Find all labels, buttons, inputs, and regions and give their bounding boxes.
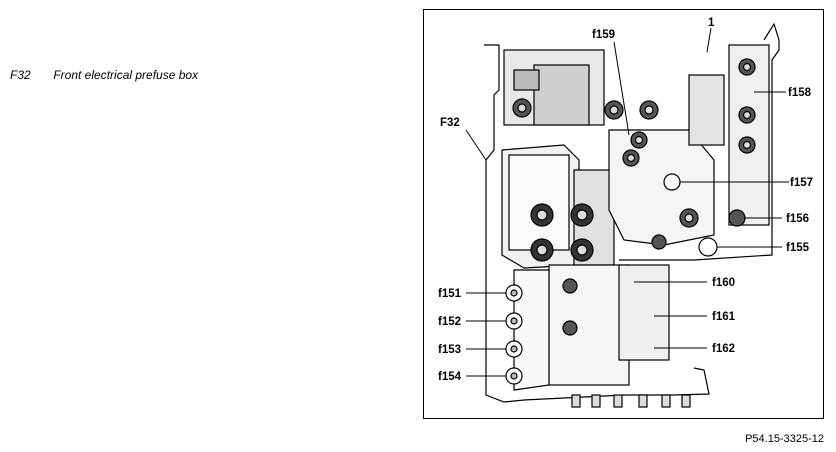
lower-right-module (618, 264, 670, 361)
legend-entry: F32 Front electrical prefuse box (10, 68, 198, 82)
lower-module (548, 264, 630, 386)
callout-f154: f154 (438, 371, 462, 383)
legend-code: F32 (10, 68, 31, 82)
housing-right-edge (619, 22, 780, 261)
callout-F32: F32 (440, 117, 460, 129)
callout-f157: f157 (790, 177, 813, 189)
right-column (688, 74, 725, 146)
bolt-lower-1 (562, 278, 578, 294)
callout-f156: f156 (786, 213, 809, 225)
callout-f158: f158 (788, 87, 812, 99)
bolt-lower-2 (562, 320, 578, 336)
housing-outline (484, 44, 710, 403)
callout-f159: f159 (592, 29, 615, 41)
bolt-f157 (663, 173, 681, 191)
legend-description: Front electrical prefuse box (53, 68, 199, 82)
bolt-f156b (728, 209, 746, 227)
diagram-frame: 1 f159 f158 F32 f157 f156 f155 f160 f161… (423, 9, 824, 419)
callout-f152: f152 (438, 316, 461, 328)
callout-f155: f155 (786, 242, 810, 254)
callout-f161: f161 (712, 311, 736, 323)
prefuse-box-drawing: 1 f159 f158 F32 f157 f156 f155 f160 f161… (438, 17, 813, 408)
callout-f151: f151 (438, 288, 462, 300)
callout-f160: f160 (712, 277, 735, 289)
figure-reference: P54.15-3325-12 (745, 433, 824, 445)
callout-f153: f153 (438, 344, 461, 356)
callout-f162: f162 (712, 343, 735, 355)
top-connector (513, 69, 540, 91)
centre-plate (608, 129, 715, 246)
callout-1: 1 (708, 17, 715, 29)
top-block-mid (533, 64, 590, 126)
bolt-f155 (698, 237, 718, 257)
plug-inner (508, 154, 570, 251)
bolt-lower-3 (651, 234, 667, 250)
